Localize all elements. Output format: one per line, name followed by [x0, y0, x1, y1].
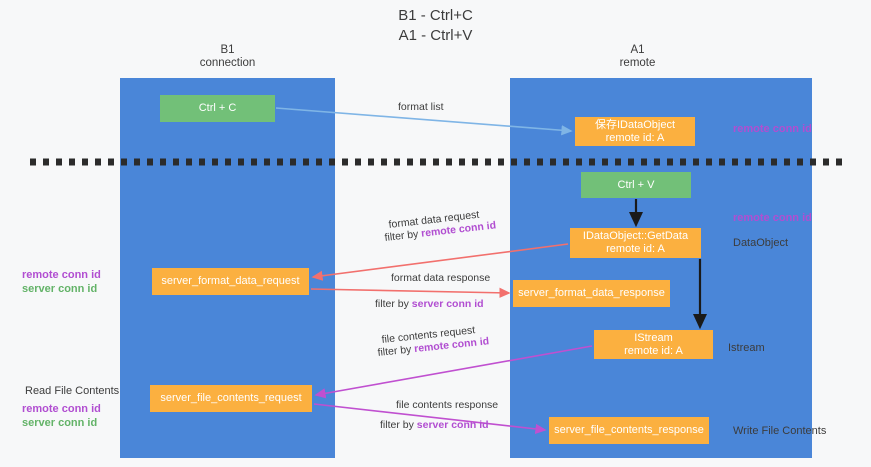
- annotation-remote-conn-id: remote conn id: [22, 403, 101, 415]
- box-server-file-contents-request-label: server_file_contents_request: [160, 392, 302, 404]
- box-server-format-data-request-label: server_format_data_request: [161, 275, 300, 287]
- annotation-istream: Istream: [728, 342, 765, 354]
- annotation-remote-conn-id-mid: remote conn id: [733, 212, 812, 224]
- box-ctrl-c[interactable]: Ctrl + C: [160, 95, 275, 122]
- annotation-server-conn-id: server conn id: [22, 283, 98, 295]
- lane-a1-name: A1: [630, 44, 645, 56]
- annotation-remote-conn-id-top: remote conn id: [733, 123, 812, 135]
- annotation-server-conn-id: server conn id: [22, 417, 98, 429]
- filter-key-server-conn-id: server conn id: [411, 298, 484, 310]
- lane-b1-name: B1: [220, 44, 235, 56]
- box-save-idataobject[interactable]: 保存IDataObject remote id: A: [575, 117, 695, 146]
- lane-header-a1: A1 remote: [560, 44, 715, 70]
- box-server-file-contents-response-label: server_file_contents_response: [554, 424, 704, 436]
- label-format-data-response: format data response: [391, 272, 491, 284]
- box-idataobject-getdata[interactable]: IDataObject::GetData remote id: A: [570, 228, 701, 258]
- filter-prefix: filter by: [377, 343, 415, 359]
- annotation-write-file-contents: Write File Contents: [733, 425, 827, 437]
- annotation-dataobject: DataObject: [733, 237, 789, 249]
- title-line-1: B1 - Ctrl+C: [398, 7, 473, 24]
- box-ctrl-c-label: Ctrl + C: [198, 102, 237, 114]
- box-server-file-contents-request[interactable]: server_file_contents_request: [150, 385, 312, 412]
- box-ctrl-v[interactable]: Ctrl + V: [581, 172, 691, 198]
- lane-header-b1: B1 connection: [150, 44, 305, 70]
- box-istream[interactable]: IStream remote id: A: [594, 330, 713, 359]
- lane-b1-subtitle: connection: [199, 57, 256, 69]
- annotation-read-file-contents: Read File Contents: [25, 385, 120, 397]
- label-format-list: format list: [398, 101, 444, 113]
- box-server-file-contents-response[interactable]: server_file_contents_response: [549, 417, 709, 444]
- annotation-left-conn-ids-bottom: remote conn id server conn id: [22, 402, 101, 430]
- filter-prefix: filter by: [375, 298, 412, 310]
- label-file-contents-response: file contents response: [396, 399, 499, 411]
- annotation-remote-conn-id: remote conn id: [22, 269, 101, 281]
- title-line-2: A1 - Ctrl+V: [398, 27, 473, 44]
- annotation-left-conn-ids-top: remote conn id server conn id: [22, 268, 101, 296]
- box-save-idataobject-line2: remote id: A: [605, 131, 665, 144]
- box-istream-line2: remote id: A: [624, 344, 683, 357]
- arrow-format-data-response: [310, 287, 511, 298]
- lane-a1-subtitle: remote: [619, 57, 656, 69]
- box-idataobject-getdata-line1: IDataObject::GetData: [582, 230, 689, 242]
- diagram-title: B1 - Ctrl+C A1 - Ctrl+V: [0, 6, 871, 46]
- box-server-format-data-response-label: server_format_data_response: [518, 287, 665, 299]
- box-idataobject-getdata-line2: remote id: A: [606, 243, 665, 255]
- box-server-format-data-request[interactable]: server_format_data_request: [152, 268, 309, 295]
- filter-key-server-conn-id: server conn id: [416, 419, 489, 431]
- box-server-format-data-response[interactable]: server_format_data_response: [513, 280, 670, 307]
- label-format-data-response-filter: filter by server conn id: [375, 298, 484, 311]
- filter-prefix: filter by: [384, 227, 422, 244]
- filter-prefix: filter by: [380, 419, 417, 431]
- box-save-idataobject-line1: 保存IDataObject: [594, 118, 676, 131]
- box-ctrl-v-label: Ctrl + V: [617, 178, 655, 191]
- box-istream-line1: IStream: [634, 331, 673, 344]
- label-file-contents-response-filter: filter by server conn id: [380, 419, 489, 432]
